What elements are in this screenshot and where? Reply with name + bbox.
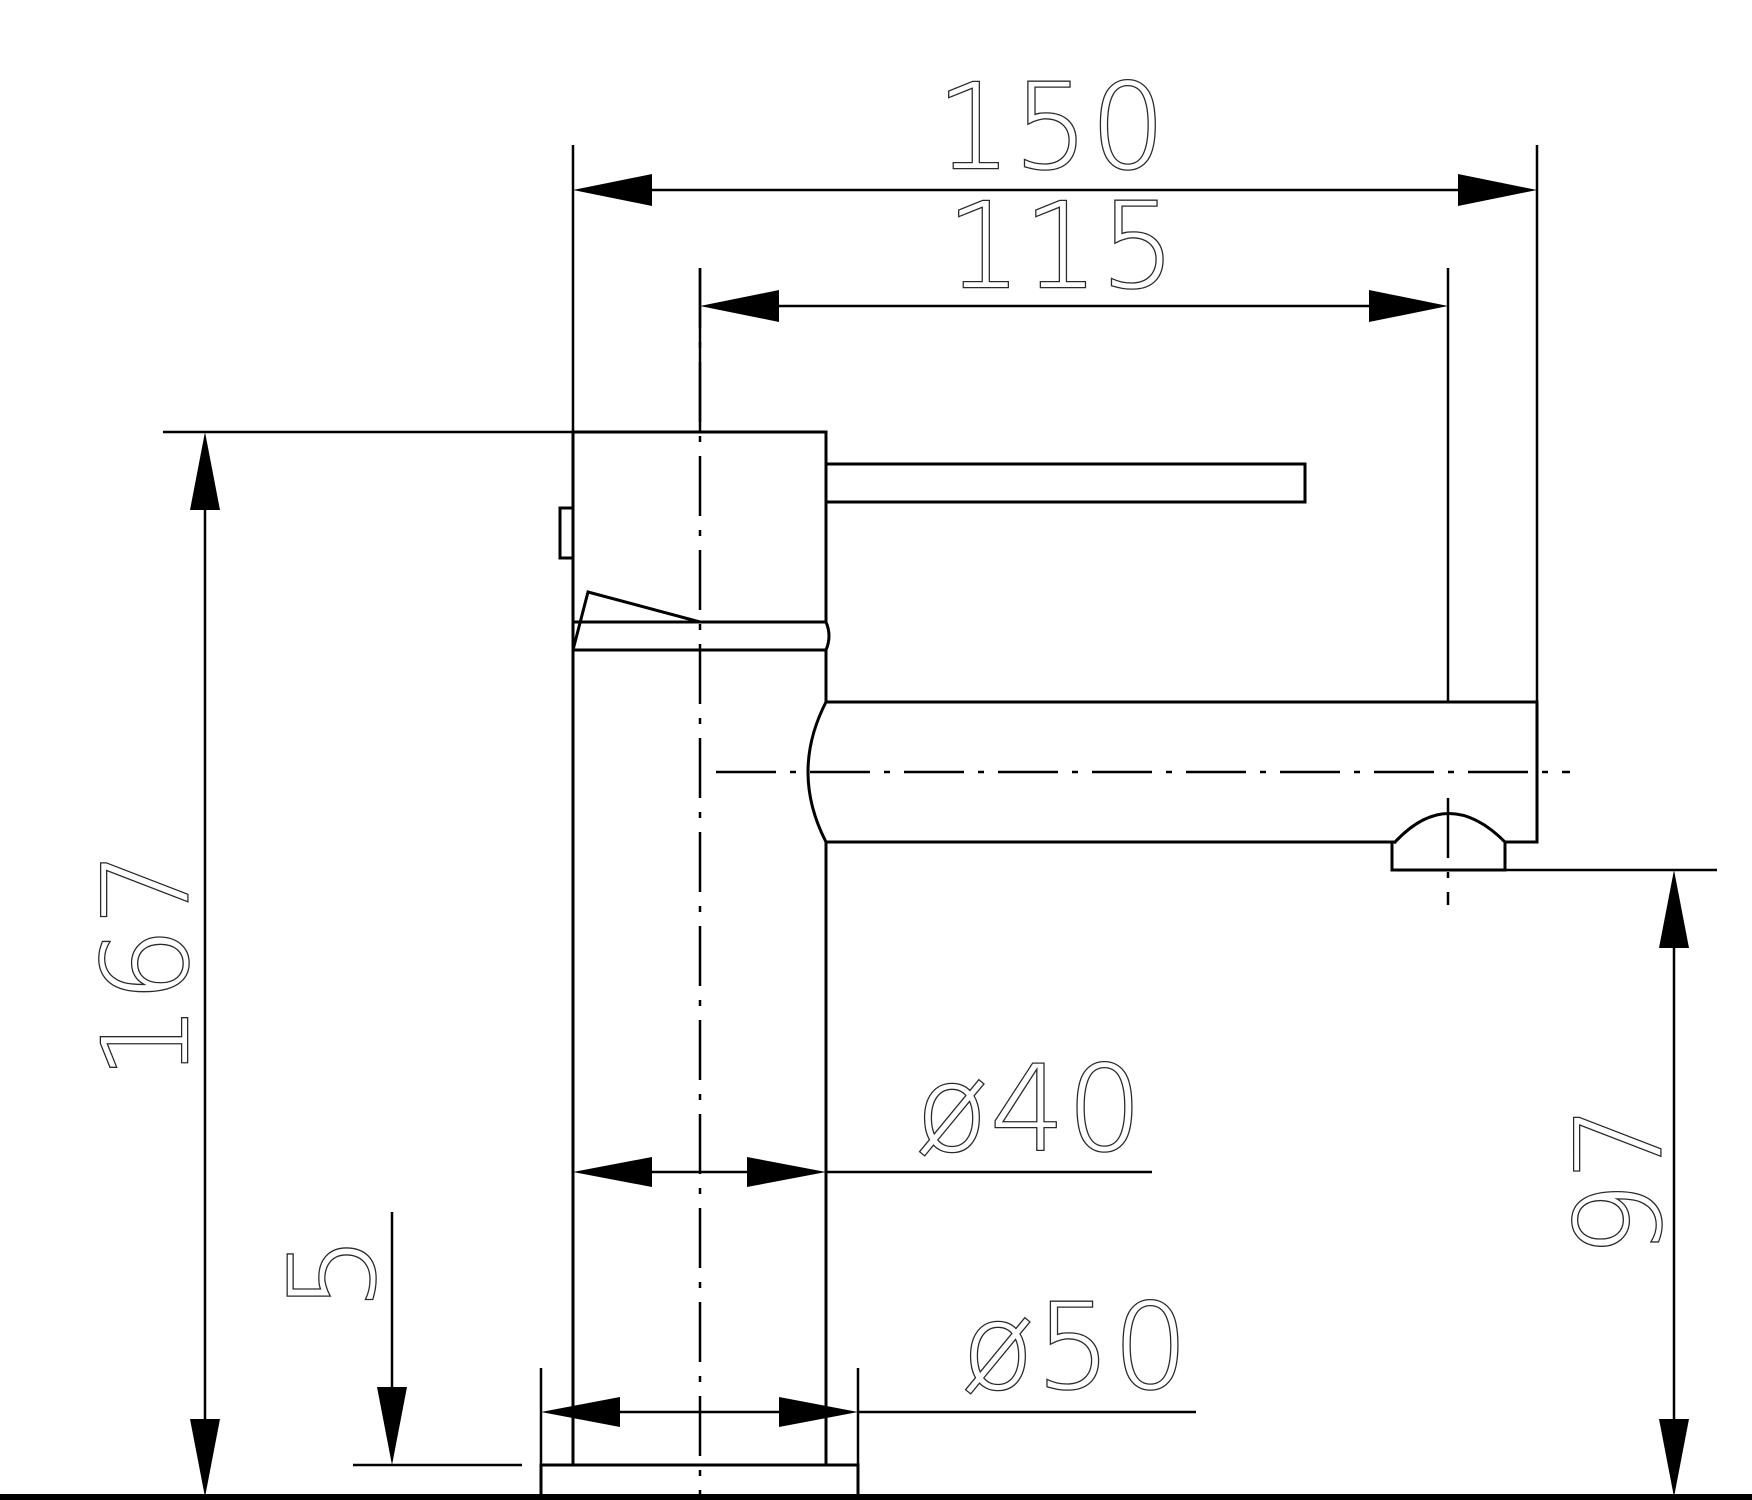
dim-150-label: 150: [936, 58, 1167, 196]
centerlines: [698, 268, 1570, 1500]
body-right: [806, 648, 828, 1467]
faucet-outline: [0, 430, 1752, 1500]
knob: [558, 506, 575, 560]
dim-diameter-50-label: ø50: [962, 1278, 1190, 1416]
dim-diameter-40-label: ø40: [916, 1040, 1144, 1178]
lever: [824, 462, 1307, 504]
dim-115: 115: [698, 176, 1450, 702]
aerator: [1390, 812, 1507, 872]
dim-5: 5: [263, 1212, 522, 1467]
dim-167-label: 167: [77, 848, 215, 1079]
dim-167: 167: [76, 430, 573, 1497]
dim-5-label: 5: [264, 1233, 402, 1310]
dim-97-label: 97: [1550, 1103, 1688, 1257]
dim-150: 150: [571, 57, 1539, 842]
dim-115-label: 115: [946, 177, 1177, 315]
dim-diameter-40: ø40: [573, 1039, 1152, 1187]
dim-diameter-50: ø50: [539, 1277, 1196, 1465]
dim-97: 97: [1505, 868, 1717, 1497]
